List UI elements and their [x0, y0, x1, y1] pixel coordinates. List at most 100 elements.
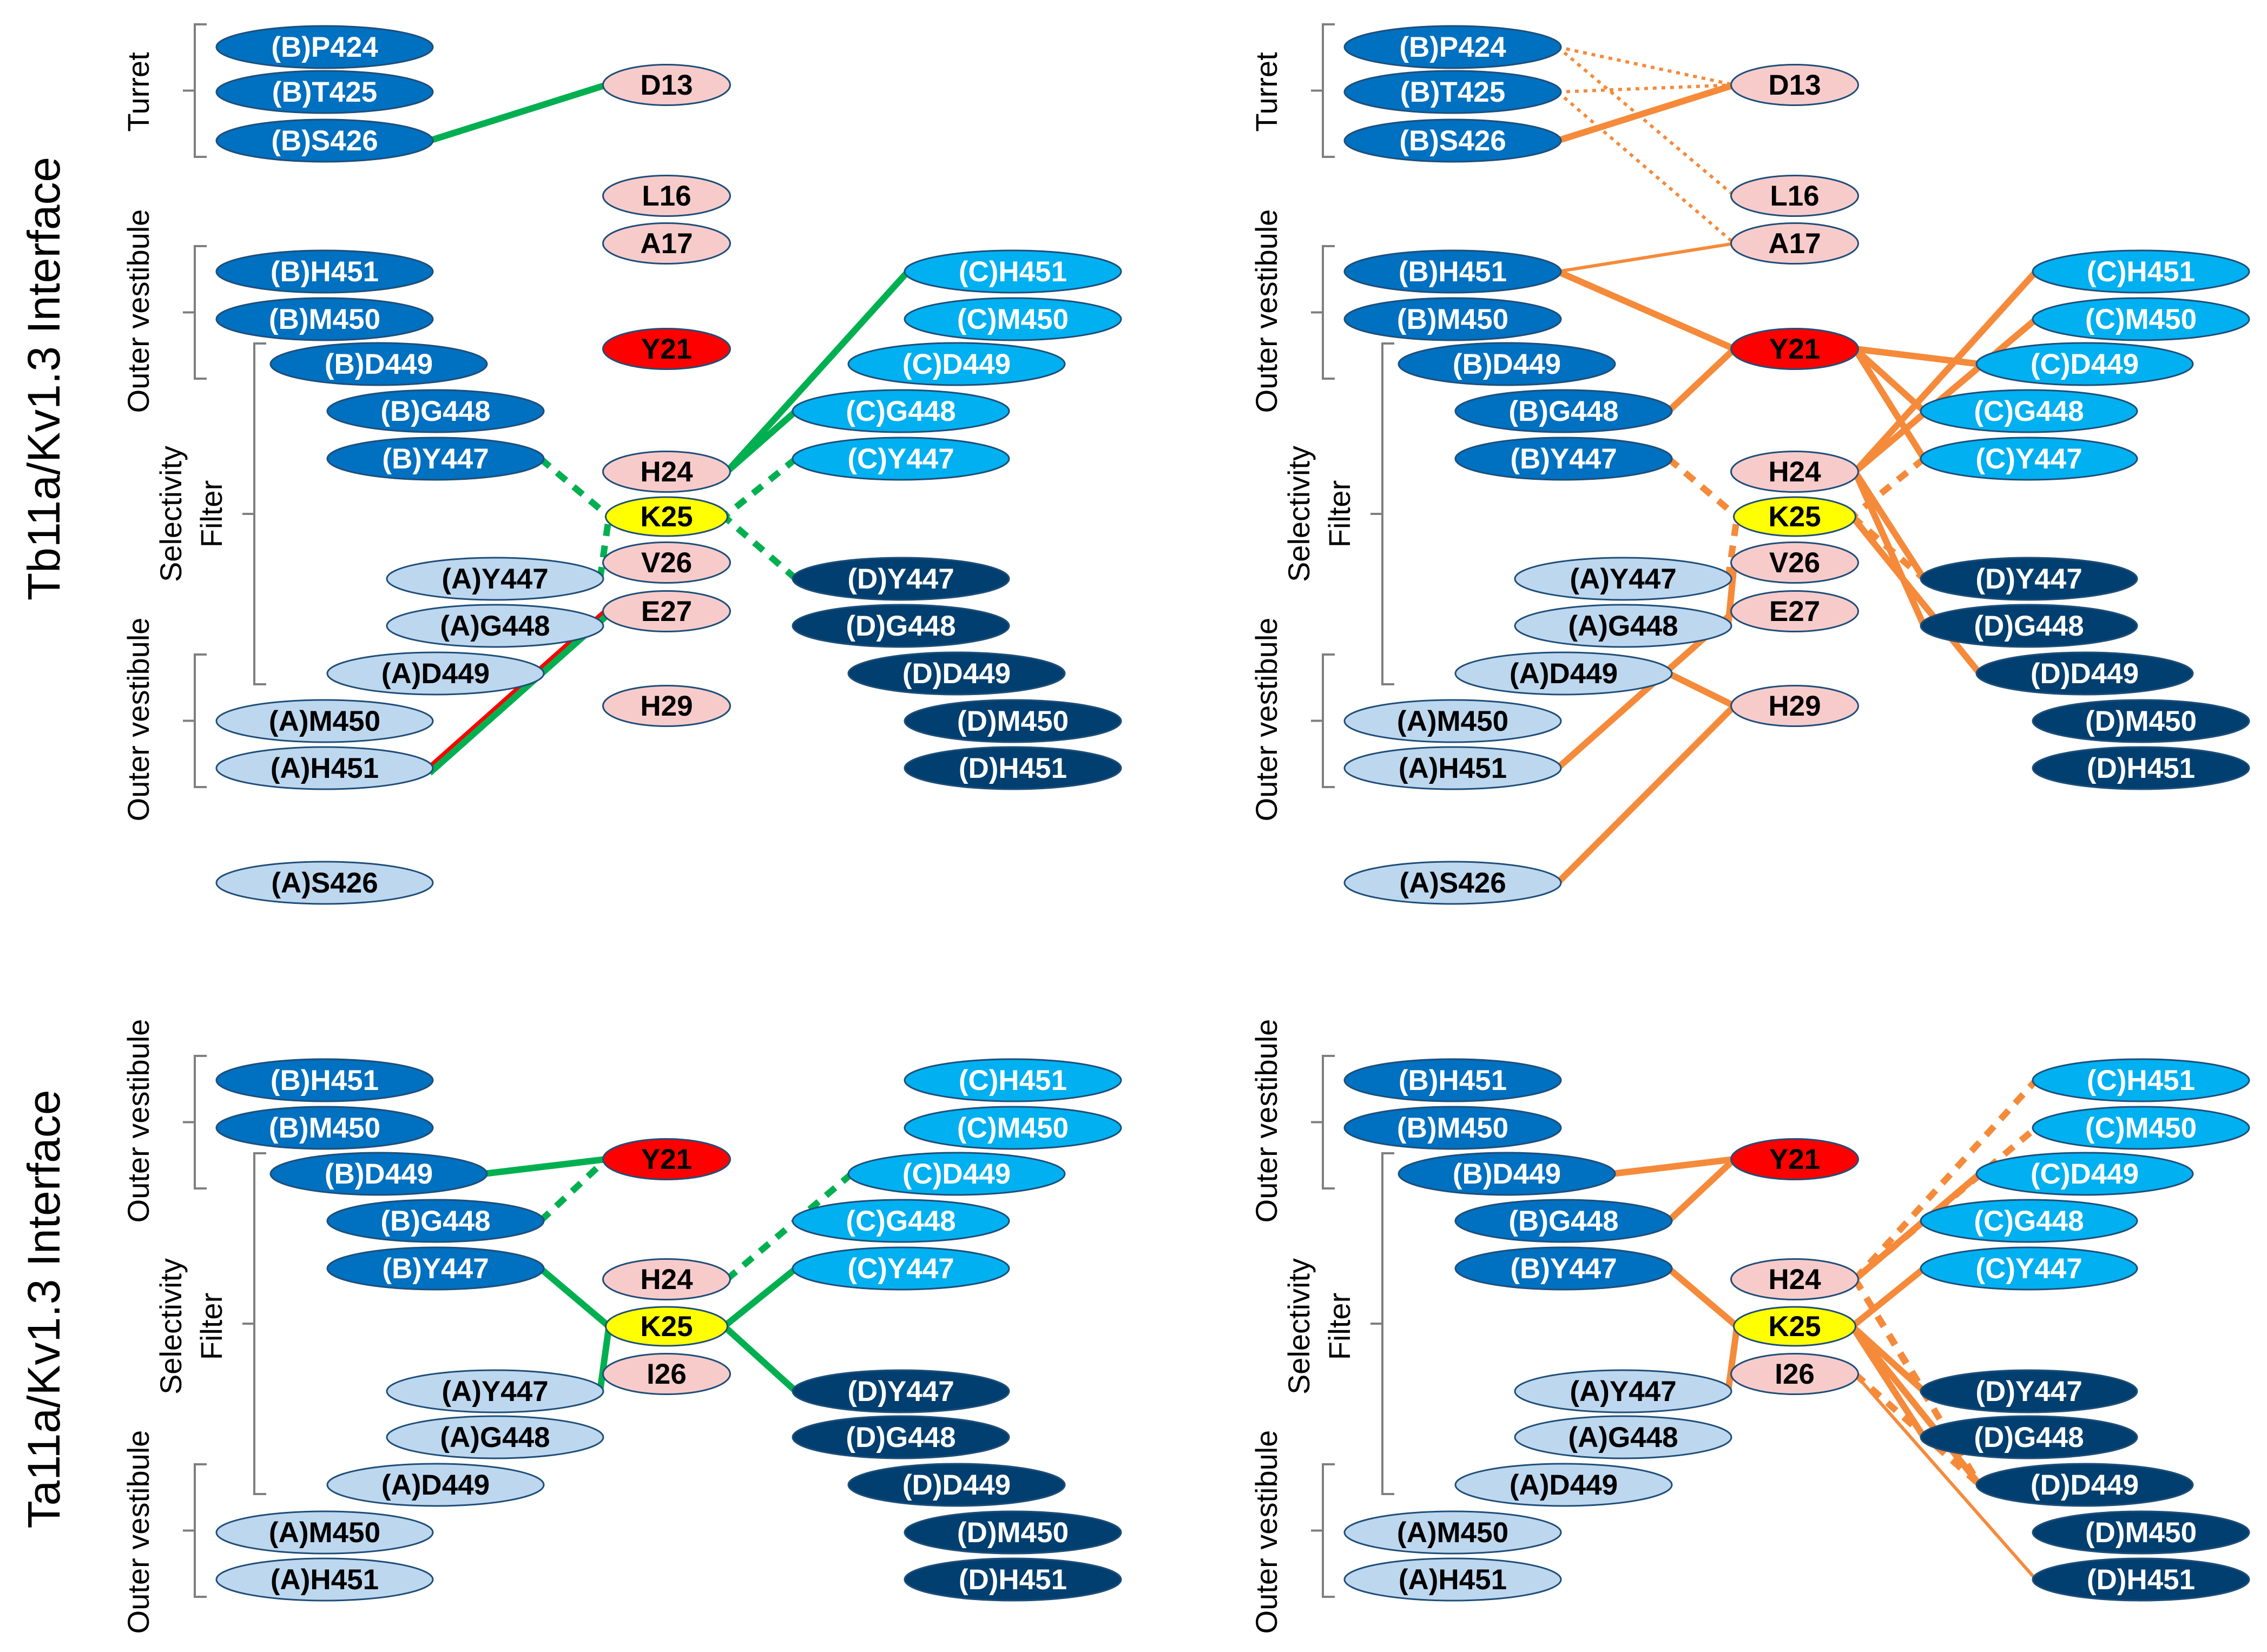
residue-label-dd449: (D)D449 — [2031, 658, 2139, 690]
residue-ellipse-dg448 — [1920, 1415, 2138, 1459]
residue-ellipse-bd449 — [1398, 342, 1616, 386]
residue-label-bm450: (B)M450 — [1397, 1112, 1508, 1144]
residue-y21: Y21 — [602, 1138, 731, 1180]
residue-label-dd449: (D)D449 — [902, 1469, 1011, 1501]
residue-label-l16: L16 — [1770, 180, 1819, 212]
residue-ellipse-dh451 — [904, 746, 1122, 790]
residue-label-cy447: (C)Y447 — [1975, 443, 2082, 475]
residue-label-ay447: (A)Y447 — [441, 1376, 548, 1407]
residue-by447: (B)Y447 — [326, 437, 545, 481]
residue-ellipse-dg448 — [792, 1415, 1010, 1459]
residue-cy447: (C)Y447 — [1920, 437, 2138, 481]
contact-line-bs426-d13 — [429, 82, 608, 144]
residue-bh451: (B)H451 — [215, 1058, 434, 1102]
residue-label-bh451: (B)H451 — [1399, 1065, 1507, 1096]
region-label-filter: Filter — [1322, 1293, 1356, 1360]
residue-ellipse-bg448 — [1454, 1199, 1673, 1243]
residue-ellipse-cm450 — [2032, 1106, 2250, 1150]
residue-dd449: (D)D449 — [1975, 651, 2194, 696]
residue-nodes: (B)P424(B)T425(B)S426(B)H451(B)M450(B)D4… — [1343, 25, 2250, 905]
residue-h29: H29 — [602, 685, 731, 727]
contact-line-i26-dh451 — [1854, 1373, 2038, 1581]
residue-ellipse-ad449 — [326, 1463, 545, 1507]
residue-label-ag448: (A)G448 — [440, 610, 550, 642]
residue-label-cy447: (C)Y447 — [1975, 1253, 2082, 1285]
contact-line-h24-ch451 — [1853, 269, 2039, 474]
residue-label-h29: H29 — [1768, 690, 1821, 722]
residue-label-dy447: (D)Y447 — [847, 563, 954, 595]
residue-label-bs426: (B)S426 — [271, 125, 378, 157]
residue-ellipse-ah451 — [215, 1557, 434, 1602]
residue-a17: A17 — [602, 222, 731, 265]
residue-ellipse-ch451 — [2032, 249, 2250, 294]
residue-label-bp424: (B)P424 — [1399, 31, 1506, 63]
residue-ellipse-bm450 — [1343, 1106, 1562, 1150]
residue-label-bh451: (B)H451 — [271, 1065, 379, 1096]
contact-line-h24-cm450 — [1853, 316, 2038, 474]
residue-label-i26: I26 — [1775, 1358, 1815, 1390]
residue-label-dy447: (D)Y447 — [847, 1376, 954, 1407]
residue-ag448: (A)G448 — [1514, 604, 1732, 648]
residue-label-bd449: (B)D449 — [1453, 348, 1561, 380]
residue-ellipse-d13 — [1730, 64, 1859, 106]
residue-bp424: (B)P424 — [1343, 25, 1562, 69]
residue-ellipse-bg448 — [326, 389, 545, 433]
residue-label-cy447: (C)Y447 — [847, 1253, 954, 1285]
residue-ellipse-cg448 — [792, 389, 1010, 433]
section-title-ta11a: Ta11a/Kv1.3 Interface — [18, 1090, 69, 1529]
residue-h24: H24 — [602, 451, 731, 493]
residue-dy447: (D)Y447 — [1920, 557, 2138, 601]
residue-label-cm450: (C)M450 — [957, 1112, 1069, 1144]
residue-bm450: (B)M450 — [1343, 297, 1562, 341]
residue-ellipse-cm450 — [904, 1106, 1122, 1150]
residue-ellipse-ah451 — [1343, 746, 1562, 790]
residue-ellipse-by447 — [326, 1246, 545, 1291]
residue-dh451: (D)H451 — [2032, 1557, 2250, 1602]
residue-ellipse-as426 — [215, 861, 434, 905]
residue-label-by447: (B)Y447 — [382, 443, 489, 475]
residue-label-y21: Y21 — [641, 1144, 692, 1175]
residue-ch451: (C)H451 — [2032, 249, 2250, 294]
residue-ellipse-cd449 — [847, 1152, 1066, 1196]
residue-ellipse-v26 — [1730, 541, 1859, 584]
residue-label-by447: (B)Y447 — [382, 1253, 489, 1285]
residue-ellipse-ag448 — [1514, 1415, 1732, 1459]
residue-ellipse-dd449 — [847, 1463, 1066, 1507]
residue-label-y21: Y21 — [641, 333, 692, 365]
residue-ellipse-ag448 — [386, 1415, 604, 1459]
region-label-outer-vestibule: Outer vestibule — [121, 618, 155, 822]
residue-ellipse-dd449 — [1975, 1463, 2194, 1507]
contact-line-ad449-h29 — [1667, 670, 1736, 709]
residue-label-bh451: (B)H451 — [1399, 256, 1507, 288]
residue-ay447: (A)Y447 — [1514, 1369, 1732, 1413]
residue-bh451: (B)H451 — [1343, 249, 1562, 294]
residue-ellipse-i26 — [1730, 1353, 1859, 1395]
residue-label-dd449: (D)D449 — [2031, 1469, 2139, 1501]
contact-line-cy447-k25 — [722, 1266, 798, 1329]
residue-ellipse-bm450 — [1343, 297, 1562, 341]
contact-line-by447-k25 — [1666, 456, 1739, 519]
residue-label-ch451: (C)H451 — [959, 1065, 1067, 1096]
residue-label-h24: H24 — [1768, 456, 1821, 488]
residue-dg448: (D)G448 — [1920, 604, 2138, 648]
bracket-outer-vestibule-top — [194, 245, 207, 380]
residue-label-ay447: (A)Y447 — [1570, 563, 1676, 595]
residue-bt425: (B)T425 — [1343, 70, 1562, 114]
contact-line-k25-dd449 — [1849, 1324, 1982, 1487]
residue-bt425: (B)T425 — [215, 70, 434, 114]
residue-ellipse-bd449 — [269, 1152, 488, 1196]
residue-ellipse-y21 — [1730, 1138, 1859, 1180]
contact-line-bp424-l16 — [1557, 45, 1736, 197]
residue-ellipse-e27 — [1730, 590, 1859, 632]
residue-ellipse-y21 — [602, 328, 731, 370]
residue-ellipse-dm450 — [2032, 1510, 2250, 1555]
residue-label-bm450: (B)M450 — [269, 1112, 380, 1144]
residue-bd449: (B)D449 — [269, 1152, 488, 1196]
contact-line-h24-ch451 — [1853, 1078, 2039, 1282]
residue-ellipse-d13 — [602, 64, 731, 106]
contact-line-h24-dy447 — [1852, 1277, 1927, 1393]
contact-line-dy447-k25 — [722, 1324, 799, 1394]
residue-label-dm450: (D)M450 — [957, 1517, 1069, 1549]
residue-dm450: (D)M450 — [904, 699, 1122, 743]
region-label-outer-vestibule: Outer vestibule — [121, 209, 155, 413]
